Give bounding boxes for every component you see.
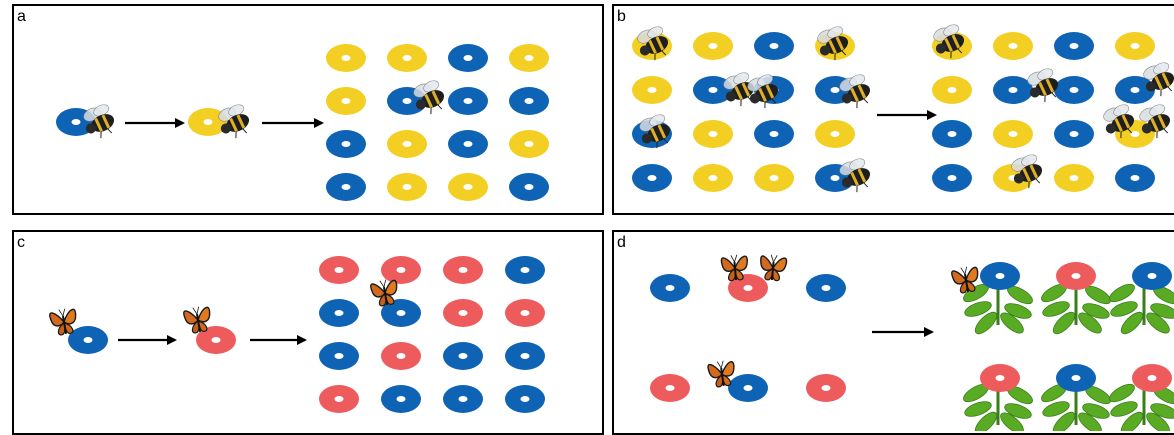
flower-disc-icon [387,173,427,201]
flower-disc-icon [754,32,794,60]
flower-disc-icon [1132,364,1172,392]
flower-disc-icon [632,76,672,104]
flower-disc-icon [448,87,488,115]
flower-disc-icon [693,32,733,60]
flower-disc-icon [381,256,421,284]
flower-disc-icon [509,44,549,72]
flower-disc-icon [387,44,427,72]
flower-disc-icon [326,130,366,158]
flower-disc-icon [443,256,483,284]
flower-disc-icon [505,385,545,413]
flower-disc-icon [326,173,366,201]
flower-disc-icon [815,120,855,148]
flower-disc-icon [443,299,483,327]
plant-icon [1107,281,1174,337]
flower-disc-icon [980,262,1020,290]
flower-disc-icon [993,32,1033,60]
flower-disc-icon [1115,32,1155,60]
flower-disc-icon [1056,364,1096,392]
flower-disc-icon [650,374,690,402]
flower-disc-icon [509,87,549,115]
flower-disc-icon [754,120,794,148]
flower-disc-icon [319,342,359,370]
flower-disc-icon [326,44,366,72]
flower-disc-icon [632,164,672,192]
flower-disc-icon [650,274,690,302]
flower-disc-icon [448,130,488,158]
flower-disc-icon [932,76,972,104]
flower-disc-icon [728,374,768,402]
flower-disc-icon [387,130,427,158]
flower-disc-icon [319,299,359,327]
flower-disc-icon [1132,262,1172,290]
flower-disc-icon [980,364,1020,392]
flower-disc-icon [443,342,483,370]
flower-disc-icon [1056,262,1096,290]
flower-disc-icon [993,76,1033,104]
flower-disc-icon [443,385,483,413]
flower-disc-icon [693,164,733,192]
flower-disc-icon [381,385,421,413]
flower-disc-icon [509,130,549,158]
flower-disc-icon [1054,120,1094,148]
flower-disc-icon [1054,32,1094,60]
butterfly-icon [759,254,787,281]
flower-disc-icon [932,164,972,192]
flower-disc-icon [693,120,733,148]
flower-disc-icon [1054,76,1094,104]
flower-disc-icon [505,342,545,370]
flower-disc-icon [319,256,359,284]
flower-disc-icon [509,173,549,201]
flower-disc-icon [381,342,421,370]
flower-disc-icon [806,274,846,302]
flower-disc-icon [505,299,545,327]
flower-disc-icon [993,120,1033,148]
flower-disc-icon [448,173,488,201]
flower-disc-icon [319,385,359,413]
flower-disc-icon [932,120,972,148]
flower-disc-icon [68,326,108,354]
flower-disc-icon [448,44,488,72]
flower-disc-icon [754,164,794,192]
flower-disc-icon [505,256,545,284]
flower-disc-icon [326,87,366,115]
flower-disc-icon [1115,164,1155,192]
flower-disc-icon [806,374,846,402]
flower-disc-icon [1054,164,1094,192]
